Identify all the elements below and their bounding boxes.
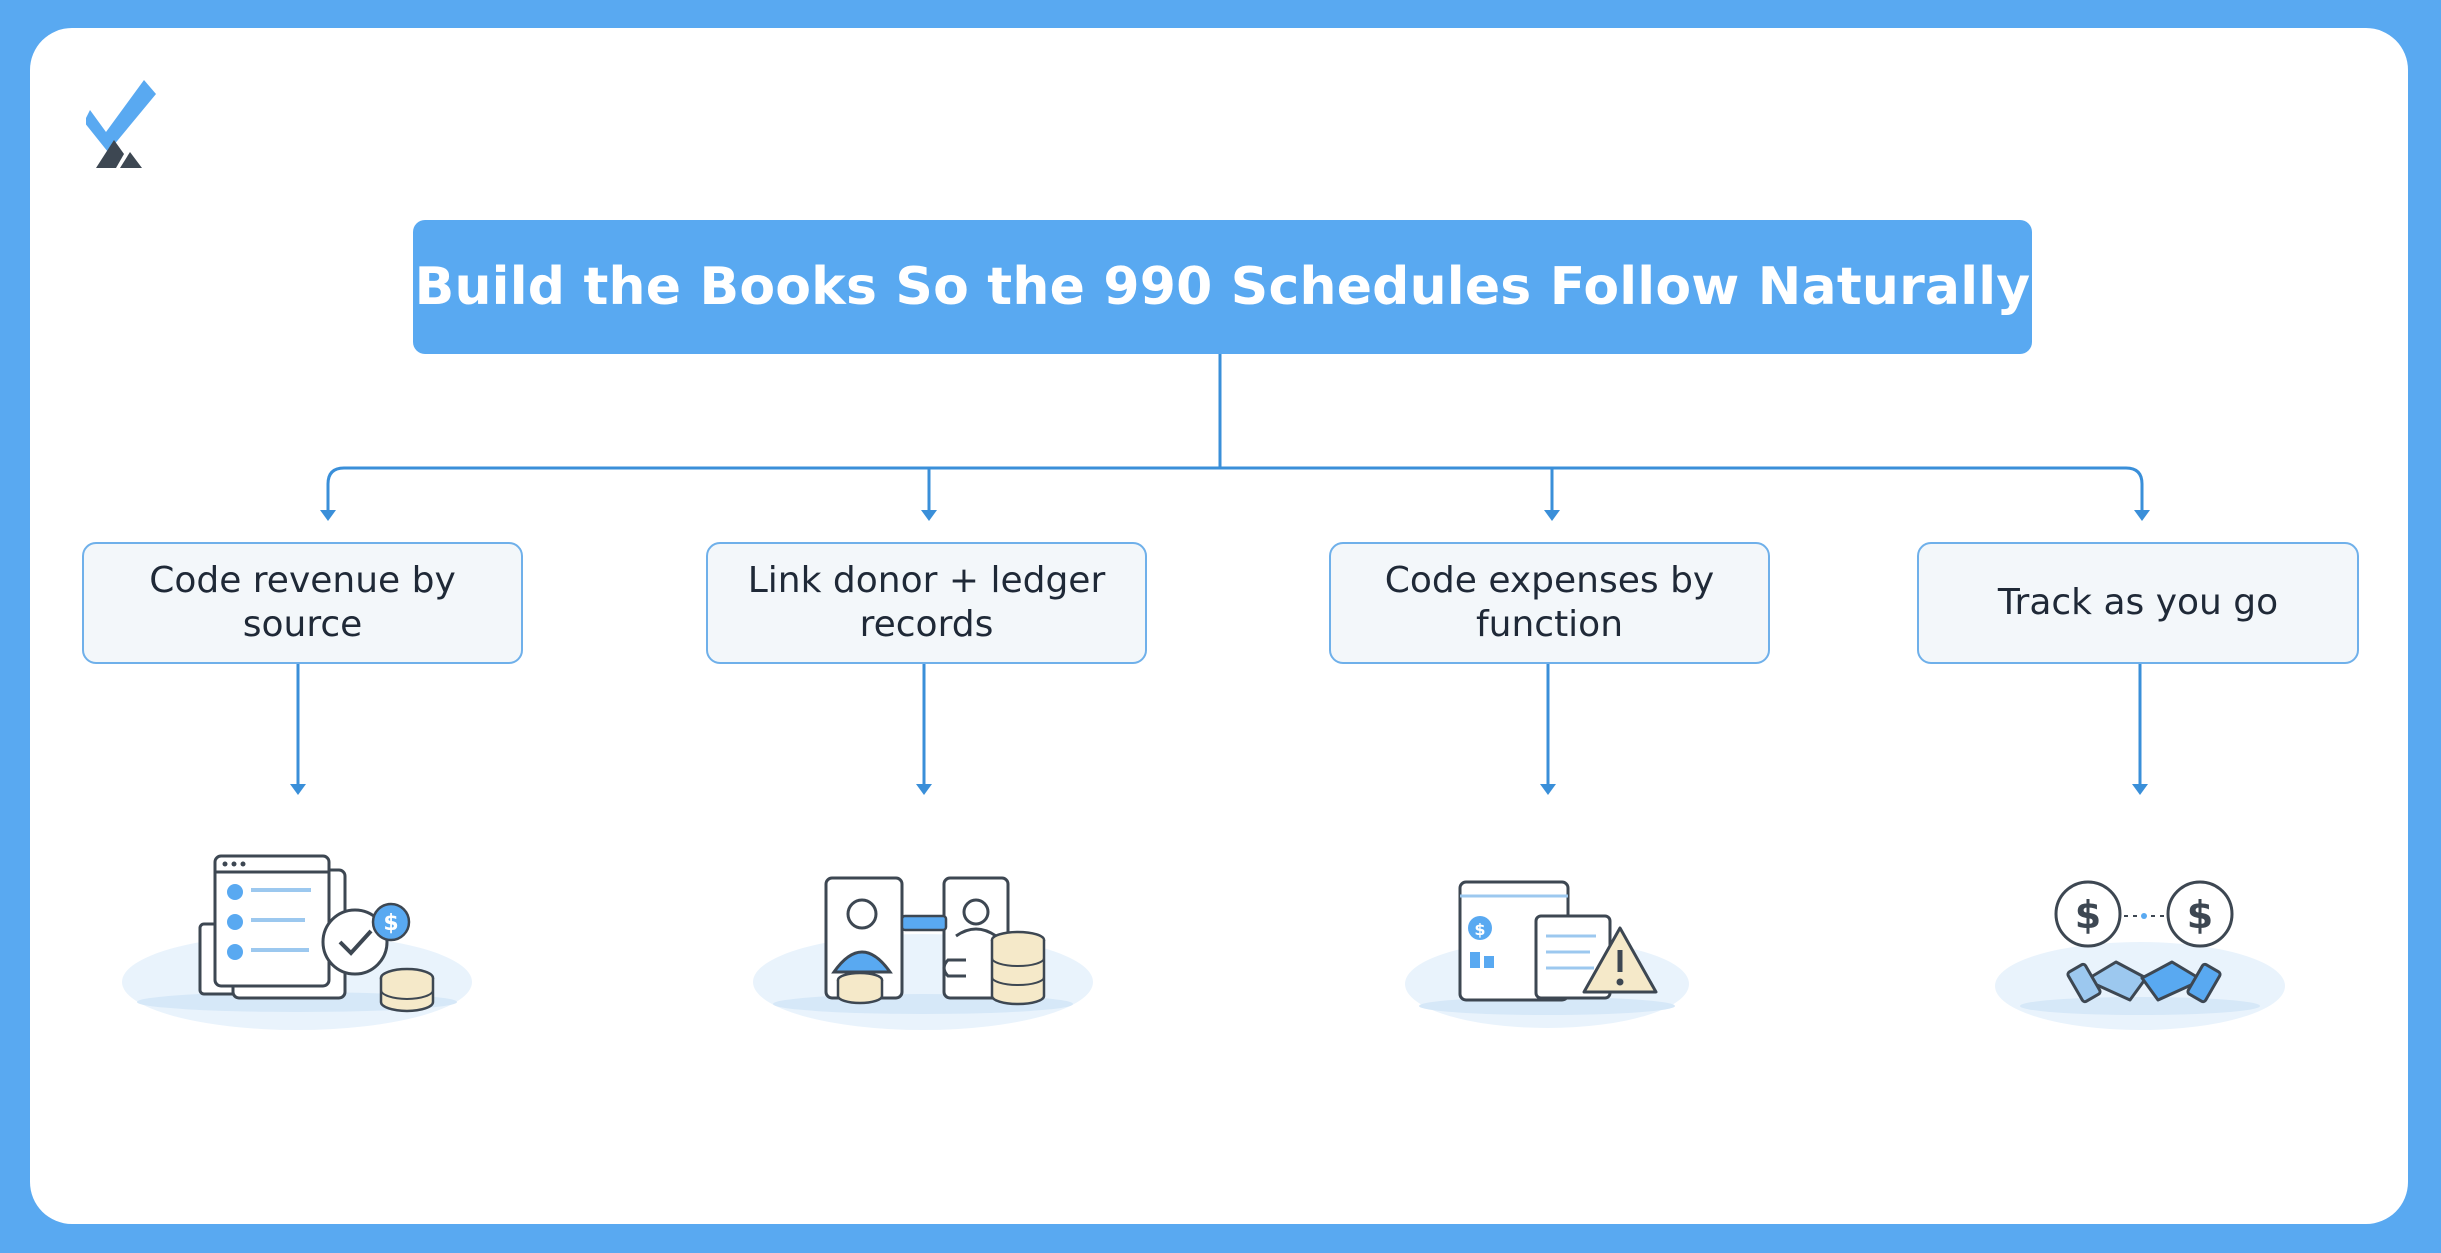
step-code-expenses: Code expenses by function [1329,542,1770,664]
step-label: Code revenue by source [149,560,456,645]
step-label: Code expenses by function [1384,560,1715,645]
diagram-title-box: Build the Books So the 990 Schedules Fol… [413,220,2032,354]
step-link-donor: Link donor + ledger records [706,542,1147,664]
revenue-documents-coins-icon: $ [122,854,472,1030]
handshake-dollar-icon: $ $ [1995,880,2285,1030]
expense-warning-icon: $ [1405,880,1689,1028]
svg-text:$: $ [2075,893,2101,937]
step-label: Link donor + ledger records [747,560,1106,645]
diagram-title: Build the Books So the 990 Schedules Fol… [414,257,2031,317]
svg-text:$: $ [383,911,398,936]
step-label: Track as you go [1997,582,2279,623]
svg-text:$: $ [1474,920,1485,939]
brand-logo [86,80,156,168]
step-code-revenue: Code revenue by source [82,542,523,664]
svg-text:$: $ [2187,893,2213,937]
donor-ledger-link-icon [753,876,1093,1030]
step-track: Track as you go [1917,542,2359,664]
